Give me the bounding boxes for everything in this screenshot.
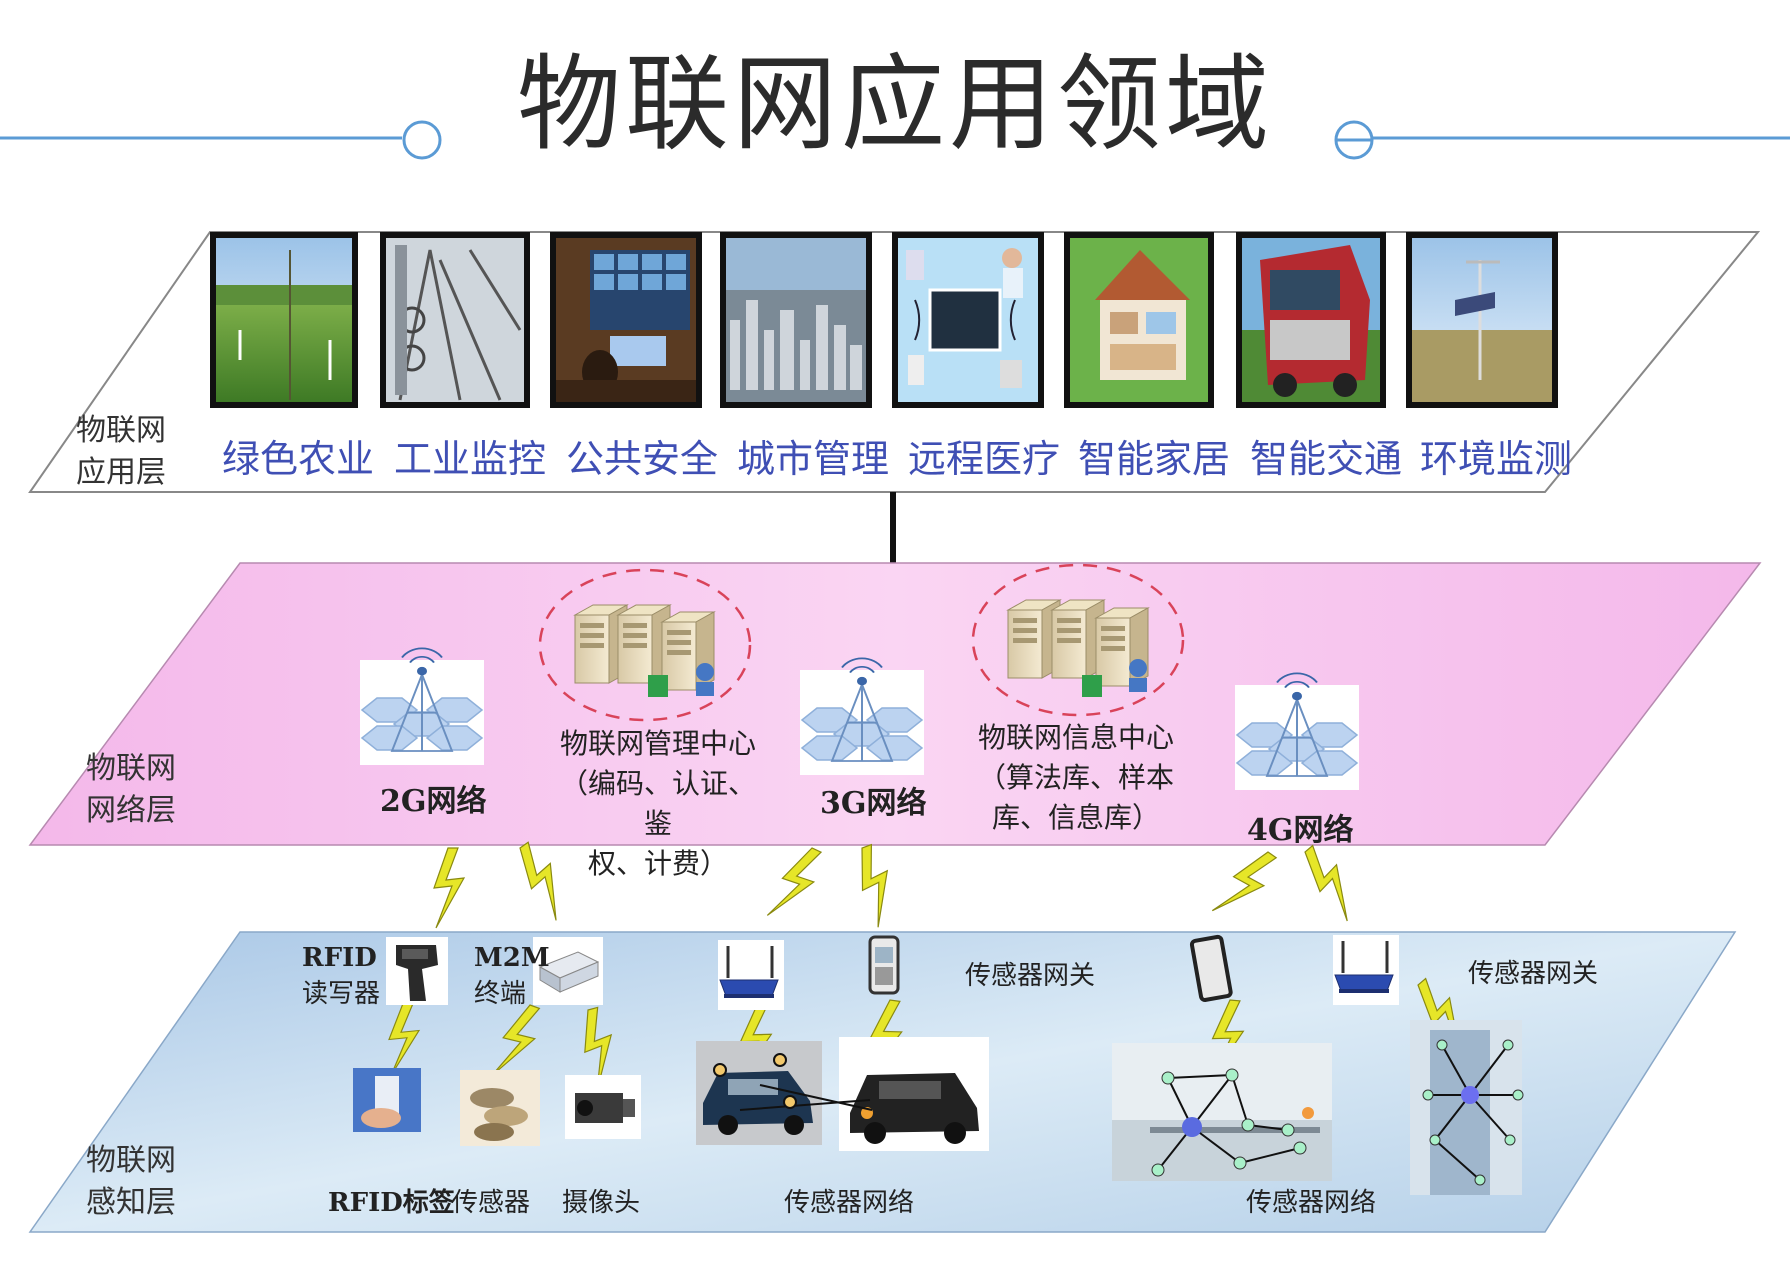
medical-photo <box>892 232 1044 408</box>
m2m-terminal-label: M2M 终端 <box>474 940 550 1012</box>
application-layer-label: 物联网 应用层 <box>76 410 166 494</box>
rfid-tag-label: RFID标签 <box>328 1185 455 1221</box>
app-label-city-management: 城市管理 <box>737 428 889 483</box>
industrial-photo <box>380 232 530 408</box>
network-layer-label-line1: 物联网 <box>86 748 176 790</box>
gateway-router-1-icon <box>718 940 784 1010</box>
m2m-terminal-label-line2: 终端 <box>474 976 550 1012</box>
truck-photo <box>1236 232 1386 408</box>
car-2-photo <box>839 1037 989 1151</box>
car-1-photo <box>696 1041 822 1145</box>
network-4g-label: 4G网络 <box>1247 805 1354 849</box>
city-photo <box>720 232 872 408</box>
gateway-router-2-icon <box>1333 935 1399 1005</box>
info-center-desc-2: 库、信息库） <box>966 798 1186 838</box>
rfid-reader-icon <box>386 937 448 1005</box>
network-layer-label: 物联网 网络层 <box>86 748 176 832</box>
app-label-environment-monitoring: 环境监测 <box>1420 428 1572 483</box>
app-label-public-safety: 公共安全 <box>566 428 718 483</box>
rfid-reader-label: RFID 读写器 <box>302 940 380 1012</box>
sensor-icon <box>460 1070 540 1146</box>
rfid-tag-icon <box>353 1068 421 1132</box>
sensor-network-1-label: 传感器网络 <box>784 1185 914 1221</box>
perception-layer-label-line1: 物联网 <box>86 1140 176 1182</box>
management-center-title: 物联网管理中心 <box>548 724 768 764</box>
smart-home-photo <box>1064 232 1214 408</box>
application-layer-label-line1: 物联网 <box>76 410 166 452</box>
gateway-1-label: 传感器网关 <box>965 958 1095 994</box>
info-center-label: 物联网信息中心 （算法库、样本 库、信息库） <box>966 718 1186 838</box>
mobile-phone-1-icon <box>870 937 898 993</box>
camera-icon <box>565 1075 641 1139</box>
app-label-smart-transportation: 智能交通 <box>1250 428 1402 483</box>
app-label-green-agriculture: 绿色农业 <box>222 428 374 483</box>
m2m-terminal-label-line1: M2M <box>474 940 550 976</box>
perception-layer-label-line2: 感知层 <box>86 1182 176 1224</box>
info-center-desc-1: （算法库、样本 <box>966 758 1186 798</box>
rfid-reader-label-line2: 读写器 <box>302 976 380 1012</box>
network-3g-label: 3G网络 <box>820 778 927 822</box>
perception-layer-label: 物联网 感知层 <box>86 1140 176 1224</box>
gateway-2-label: 传感器网关 <box>1468 956 1598 992</box>
sensor-network-1-graphic <box>1112 1043 1332 1181</box>
management-center-desc-1: （编码、认证、鉴 <box>548 764 768 844</box>
farm-photo <box>210 232 358 408</box>
camera-label: 摄像头 <box>562 1185 640 1221</box>
management-center-label: 物联网管理中心 （编码、认证、鉴 权、计费） <box>548 724 768 884</box>
info-center-title: 物联网信息中心 <box>966 718 1186 758</box>
weather-station-photo <box>1406 232 1558 408</box>
control-room-photo <box>550 232 702 408</box>
management-center-desc-2: 权、计费） <box>548 844 768 884</box>
app-label-industrial-monitoring: 工业监控 <box>394 428 546 483</box>
app-label-smart-home: 智能家居 <box>1078 428 1230 483</box>
sensor-network-2-label: 传感器网络 <box>1246 1185 1376 1221</box>
sensor-label: 传感器 <box>452 1185 530 1221</box>
sensor-network-2-graphic <box>1410 1020 1523 1195</box>
network-layer-label-line2: 网络层 <box>86 790 176 832</box>
app-label-telemedicine: 远程医疗 <box>908 428 1060 483</box>
tower-3g-icon <box>800 658 924 775</box>
network-2g-label: 2G网络 <box>380 776 487 820</box>
rfid-reader-label-line1: RFID <box>302 940 380 976</box>
tower-4g-icon <box>1235 673 1359 790</box>
tower-2g-icon <box>360 648 484 765</box>
page-title: 物联网应用领域 <box>0 52 1790 156</box>
application-layer-label-line2: 应用层 <box>76 452 166 494</box>
